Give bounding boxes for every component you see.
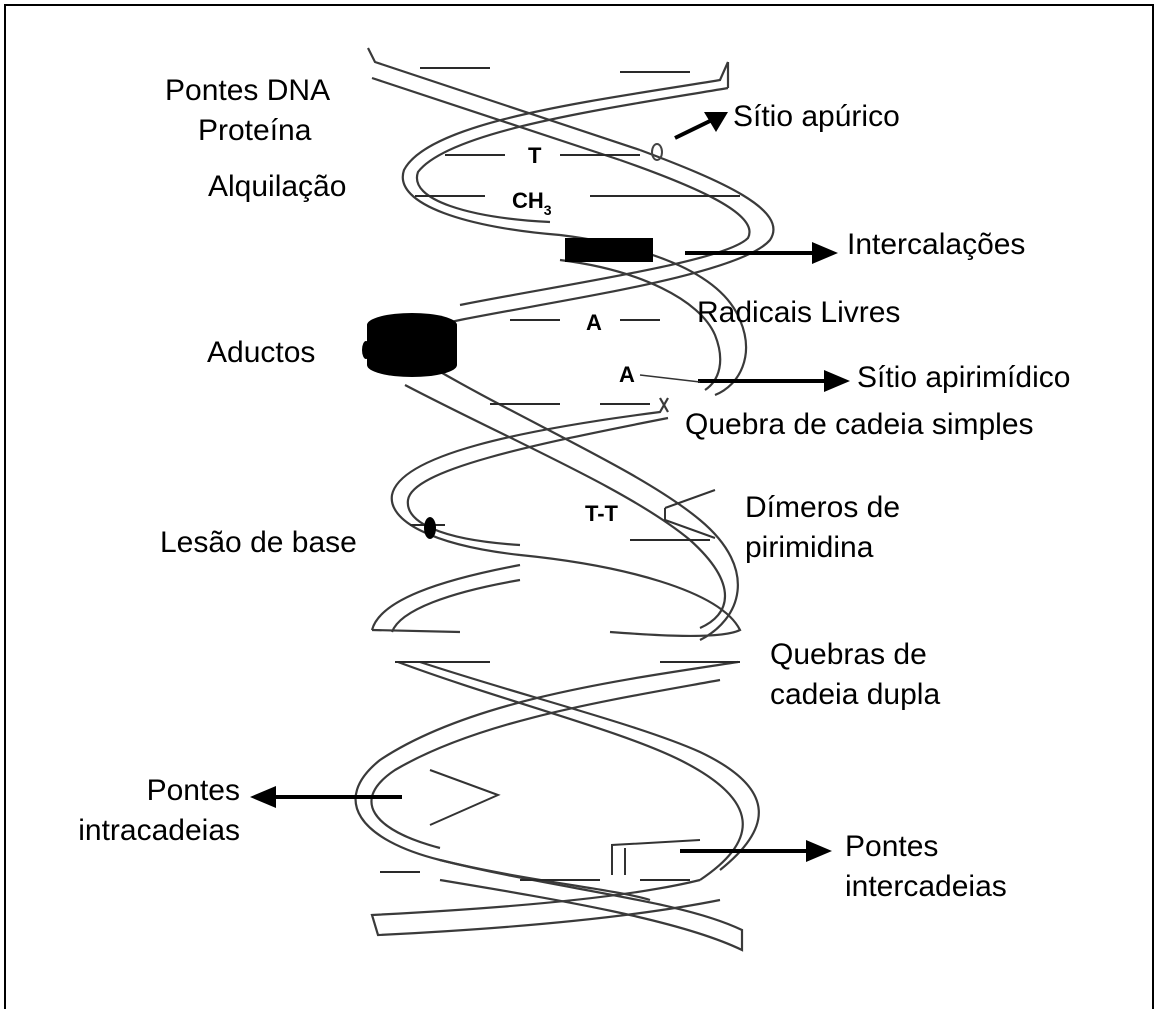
strand-lower-d-edge — [390, 578, 521, 633]
dna-helix — [354, 47, 775, 952]
label-alquilacao: Alquilação — [208, 170, 346, 203]
arrowhead — [250, 786, 276, 808]
label-quebra-simples: Quebra de cadeia simples — [685, 408, 1034, 441]
strand-top-left — [367, 47, 641, 152]
strand-mid-a-edge — [459, 158, 751, 307]
adduct-cylinder — [362, 313, 457, 377]
intercalation-block — [565, 238, 653, 262]
arrows — [250, 112, 850, 862]
label-intercadeias-2: intercadeias — [845, 870, 1007, 903]
base-a-lower: A — [619, 362, 635, 387]
label-quebras-dupla-2: cadeia dupla — [770, 678, 940, 711]
label-dimeros-1: Dímeros de — [745, 491, 900, 524]
strand-bottom-a-edge — [419, 660, 760, 871]
base-pair-rungs — [380, 67, 740, 881]
label-radicais-livres: Radicais Livres — [697, 296, 900, 329]
label-quebras-dupla-1: Quebras de — [770, 638, 927, 671]
arrowhead — [704, 112, 728, 132]
strand-top-left-edge — [371, 76, 621, 162]
strand-lower-b-edge — [406, 416, 669, 547]
label-intracadeias-2: intracadeias — [78, 814, 240, 847]
apuric-site-marker — [651, 143, 663, 161]
frame — [4, 4, 1154, 1009]
strand-lower-c — [519, 553, 742, 638]
arrowhead — [806, 840, 832, 862]
strand-lower-d — [370, 563, 521, 631]
strand-bottom-b — [354, 660, 739, 902]
label-intercadeias-1: Pontes — [845, 830, 938, 863]
label-aductos: Aductos — [207, 336, 315, 369]
arrowhead — [812, 242, 838, 264]
strand-bottom-b-edge — [370, 678, 721, 850]
strand-lower-a — [419, 359, 739, 641]
base-tt-dimer: T-T — [585, 501, 619, 526]
strand-bottom-c — [370, 878, 721, 937]
arrowhead — [824, 370, 850, 392]
base-a-upper: A — [586, 310, 602, 335]
strand-break — [659, 397, 669, 413]
base-ch3: CH3 — [512, 188, 552, 218]
interstrand-bridge — [611, 839, 701, 875]
strand-top-right-edge — [415, 86, 729, 224]
label-intracadeias-1: Pontes — [147, 774, 240, 807]
strand-bottom-a — [397, 660, 744, 881]
strand-cut-left — [371, 628, 461, 634]
label-dimeros-2: pirimidina — [745, 531, 874, 564]
dimer-bracket — [664, 489, 716, 539]
strand-lower-a-edge — [404, 384, 727, 630]
label-sitio-apirimidico: Sítio apirimídico — [857, 361, 1070, 394]
label-sitio-apurico: Sítio apúrico — [733, 100, 900, 133]
strand-lower-b — [390, 397, 669, 557]
label-lesao-base: Lesão de base — [160, 526, 357, 559]
pointer-a-lower — [639, 374, 701, 383]
label-pontes-dna: Pontes DNA — [165, 74, 330, 107]
strand-bottom-d — [439, 858, 744, 952]
strand-mid-b-edge — [559, 258, 722, 391]
arrow-apuric — [674, 118, 713, 140]
base-lesion-marker — [424, 517, 436, 539]
label-intercalacoes: Intercalações — [847, 228, 1025, 261]
strand-top-right — [401, 61, 730, 237]
intrastrand-bridge — [429, 769, 501, 826]
base-t: T — [528, 143, 542, 168]
label-proteina: Proteína — [198, 114, 312, 147]
